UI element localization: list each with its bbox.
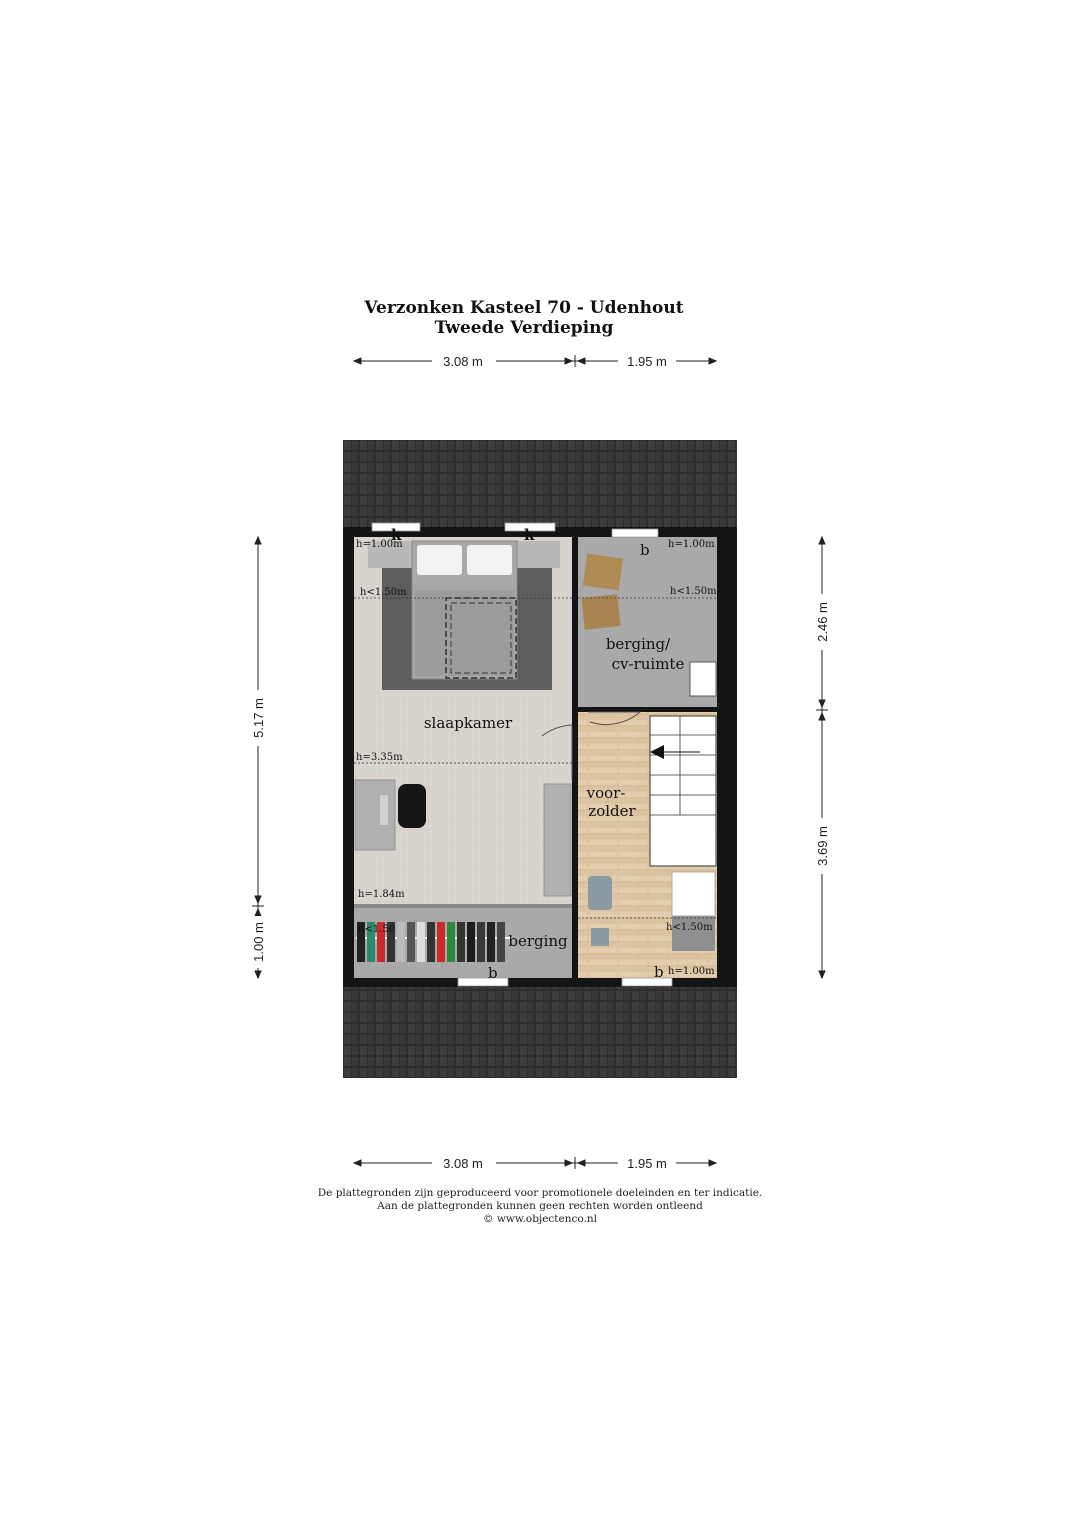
height-note: h=1.00m xyxy=(668,966,715,977)
marker-b: b xyxy=(640,541,650,559)
wardrobe xyxy=(543,783,572,897)
bed-blanket xyxy=(415,590,514,676)
window xyxy=(611,528,659,538)
window xyxy=(457,977,509,987)
marker-k: k xyxy=(524,526,535,544)
disclaimer-line-1: De plattegronden zijn geproduceerd voor … xyxy=(317,1187,763,1199)
room-label-cv-2: cv-ruimte xyxy=(612,655,685,673)
bed-outline xyxy=(450,602,512,674)
dim-left-upper: 5.17 m xyxy=(251,698,266,738)
height-note: h=1.00m xyxy=(668,539,715,550)
door-swing xyxy=(588,711,642,726)
floor-title: Tweede Verdieping xyxy=(434,318,614,338)
nightstand xyxy=(368,541,412,568)
dim-right-upper: 2.46 m xyxy=(815,602,830,642)
marker-k: k xyxy=(391,526,402,544)
dim-top-left: 3.08 m xyxy=(443,354,483,369)
room-label-slaapkamer: slaapkamer xyxy=(424,714,513,732)
interior-wall-vertical xyxy=(572,537,578,978)
table xyxy=(671,871,716,917)
copyright: © www.objectenco.nl xyxy=(483,1213,597,1225)
stool xyxy=(591,928,609,946)
window xyxy=(371,522,421,532)
pillow xyxy=(417,545,462,575)
marker-b: b xyxy=(654,963,664,981)
marker-b: b xyxy=(488,964,498,982)
interior-wall-cv xyxy=(578,707,717,712)
window xyxy=(504,522,556,532)
dim-bottom-right: 1.95 m xyxy=(627,1156,667,1171)
disclaimer-line-2: Aan de plattegronden kunnen geen rechten… xyxy=(377,1200,703,1212)
bed-outline xyxy=(445,597,517,679)
dimension-left xyxy=(252,535,264,980)
clothes-rack xyxy=(356,922,512,962)
window xyxy=(621,977,673,987)
height-note: h=1.00m xyxy=(356,539,403,550)
room-label-cv-1: berging/ xyxy=(606,635,671,653)
box xyxy=(582,553,624,591)
dim-bottom-left: 3.08 m xyxy=(443,1156,483,1171)
height-note: h=3.35m xyxy=(356,752,403,763)
boiler xyxy=(689,661,717,697)
roof-bottom xyxy=(343,985,737,1078)
height-note: h<1.50 xyxy=(358,924,395,935)
laptop xyxy=(380,795,388,825)
height-note: h=1.84m xyxy=(358,889,405,900)
plan-title: Verzonken Kasteel 70 - Udenhout xyxy=(364,298,684,318)
box xyxy=(581,594,621,630)
height-note: h<1.50m xyxy=(360,587,407,598)
height-note: h<1.50m xyxy=(666,922,713,933)
door-swing xyxy=(541,724,573,780)
dim-right-lower: 3.69 m xyxy=(815,826,830,866)
room-label-berging: berging xyxy=(508,932,568,950)
room-label-voorzolder-2: zolder xyxy=(588,802,636,820)
chair xyxy=(398,784,426,828)
dim-top-right: 1.95 m xyxy=(627,354,667,369)
cabinet xyxy=(672,916,715,951)
desk xyxy=(354,779,396,851)
dim-left-lower: 1.00 m xyxy=(251,922,266,962)
chair xyxy=(588,876,612,910)
height-note: h<1.50m xyxy=(670,586,717,597)
roof-top xyxy=(343,440,737,530)
nightstand xyxy=(517,541,560,568)
stair-arrow xyxy=(650,745,664,759)
pillow xyxy=(467,545,512,575)
room-label-voorzolder-1: voor- xyxy=(586,784,626,802)
interior-wall-berging xyxy=(354,904,572,908)
staircase xyxy=(649,715,717,867)
